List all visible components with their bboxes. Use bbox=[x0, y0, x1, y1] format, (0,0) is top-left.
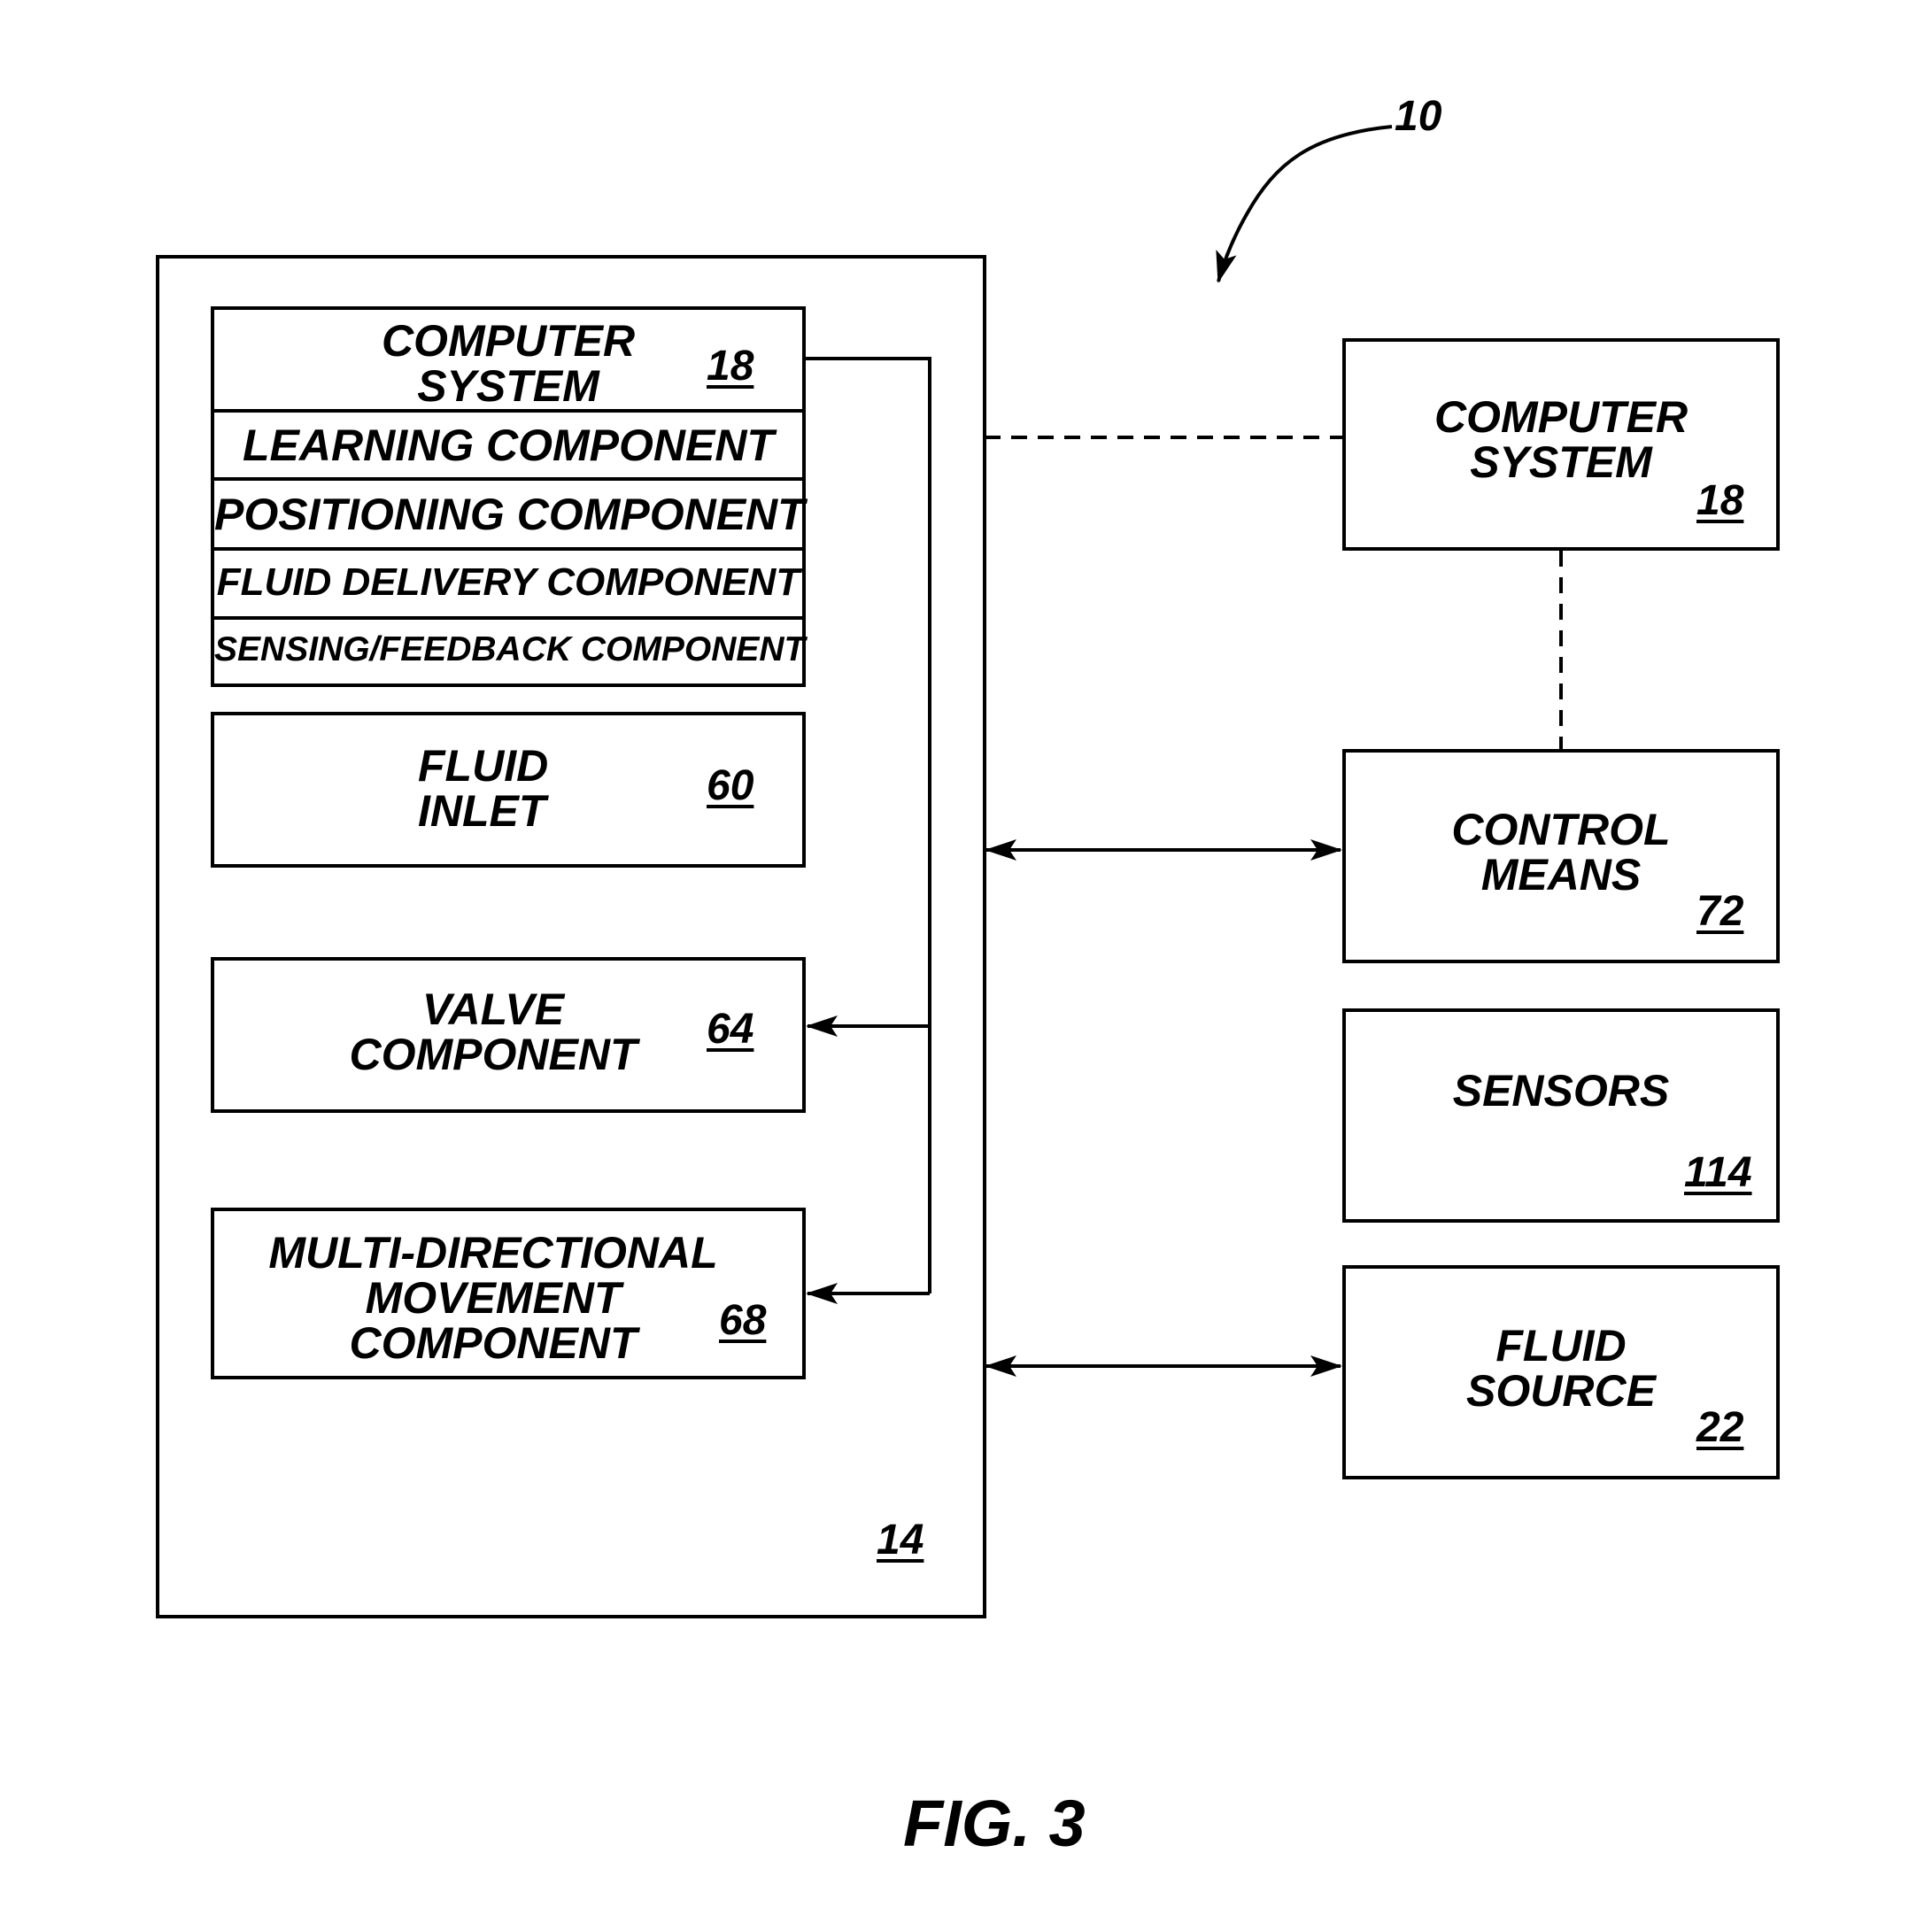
movement-component-title: MULTI-DIRECTIONAL MOVEMENT COMPONENT bbox=[259, 1231, 728, 1366]
valve-component-title: VALVE COMPONENT bbox=[347, 987, 639, 1077]
external-computer-system-box: COMPUTER SYSTEM 18 bbox=[1342, 338, 1780, 551]
fluid-delivery-component-label: FLUID DELIVERY COMPONENT bbox=[214, 563, 802, 603]
fluid-source-box: FLUID SOURCE 22 bbox=[1342, 1265, 1780, 1479]
control-means-title: CONTROL MEANS bbox=[1346, 807, 1776, 898]
reference-leader-arrow bbox=[1218, 127, 1392, 282]
valve-component-ref: 64 bbox=[707, 1008, 753, 1051]
fluid-inlet-box: FLUID INLET 60 bbox=[211, 712, 806, 868]
system-reference-label: 10 bbox=[1395, 96, 1441, 139]
sensors-title: SENSORS bbox=[1346, 1069, 1776, 1114]
external-computer-system-ref: 18 bbox=[1696, 480, 1743, 522]
main-unit-ref: 14 bbox=[877, 1519, 923, 1562]
sensing-feedback-component-label: SENSING/FEEDBACK COMPONENT bbox=[214, 632, 802, 668]
movement-component-ref: 68 bbox=[719, 1300, 766, 1342]
sensors-box: SENSORS 114 bbox=[1342, 1008, 1780, 1223]
fluid-source-ref: 22 bbox=[1696, 1407, 1743, 1449]
movement-component-box: MULTI-DIRECTIONAL MOVEMENT COMPONENT 68 bbox=[211, 1208, 806, 1379]
learning-component-label: LEARNING COMPONENT bbox=[214, 423, 802, 468]
valve-component-box: VALVE COMPONENT 64 bbox=[211, 957, 806, 1113]
internal-computer-system-box: COMPUTER SYSTEM 18 LEARNING COMPONENT PO… bbox=[211, 306, 806, 687]
positioning-component-label: POSITIONING COMPONENT bbox=[214, 492, 802, 537]
external-computer-system-title: COMPUTER SYSTEM bbox=[1346, 395, 1776, 485]
fluid-inlet-title: FLUID INLET bbox=[418, 744, 548, 834]
fluid-inlet-ref: 60 bbox=[707, 765, 753, 807]
sensors-ref: 114 bbox=[1684, 1152, 1752, 1194]
figure-caption: FIG. 3 bbox=[903, 1790, 1086, 1857]
internal-computer-system-ref: 18 bbox=[707, 345, 753, 388]
control-means-box: CONTROL MEANS 72 bbox=[1342, 749, 1780, 963]
fluid-source-title: FLUID SOURCE bbox=[1346, 1324, 1776, 1414]
control-means-ref: 72 bbox=[1696, 891, 1743, 933]
